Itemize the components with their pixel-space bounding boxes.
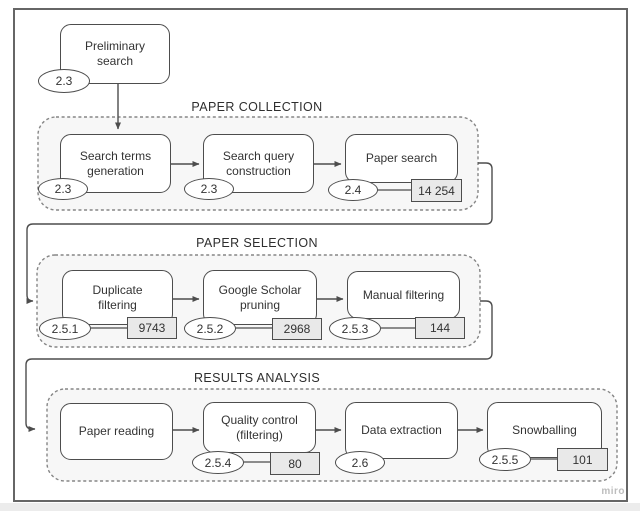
section-container-results-analysis: [46, 388, 618, 482]
count-box-quality-control: 80: [270, 452, 320, 475]
connector-selection-to-analysis: [25, 300, 493, 432]
node-label: Manual filtering: [362, 287, 445, 302]
count-box-manual-filtering: 144: [415, 317, 465, 339]
badge-data-extraction: 2.6: [335, 451, 385, 474]
node-label: Duplicate filtering: [92, 282, 143, 312]
node-data-extraction: Data extraction: [345, 402, 458, 459]
bottom-edge-strip: [0, 503, 640, 511]
node-label: Paper search: [365, 151, 438, 166]
section-label-paper-selection: PAPER SELECTION: [196, 236, 318, 250]
node-paper-reading: Paper reading: [60, 403, 173, 460]
connector-collection-to-selection: [26, 162, 493, 304]
badge-snowballing: 2.5.5: [479, 448, 531, 471]
node-label: Data extraction: [361, 423, 442, 438]
badge-preliminary-search: 2.3: [38, 69, 90, 93]
badge-duplicate-filtering: 2.5.1: [39, 317, 91, 340]
section-label-results-analysis: RESULTS ANALYSIS: [193, 371, 321, 385]
node-label: Search query construction: [222, 148, 295, 178]
badge-search-terms-generation: 2.3: [38, 178, 88, 200]
badge-search-query-construction: 2.3: [184, 178, 234, 200]
node-label: Search terms generation: [79, 148, 152, 178]
count-box-paper-search: 14 254: [411, 179, 462, 202]
badge-google-scholar-pruning: 2.5.2: [184, 317, 236, 340]
node-label: Snowballing: [512, 422, 577, 437]
badge-manual-filtering: 2.5.3: [329, 317, 381, 340]
section-label-paper-collection: PAPER COLLECTION: [191, 100, 323, 114]
node-paper-search: Paper search: [345, 134, 458, 183]
node-label: Google Scholar pruning: [218, 282, 302, 312]
count-box-snowballing: 101: [557, 448, 608, 471]
node-google-scholar-pruning: Google Scholar pruning: [203, 270, 317, 325]
node-label: Preliminary search: [84, 39, 145, 68]
node-quality-control: Quality control (filtering): [203, 402, 316, 453]
node-label: Paper reading: [78, 424, 155, 439]
badge-paper-search: 2.4: [328, 179, 378, 201]
node-duplicate-filtering: Duplicate filtering: [62, 270, 173, 325]
count-box-duplicate-filtering: 9743: [127, 317, 177, 339]
badge-quality-control: 2.5.4: [192, 451, 244, 474]
count-box-google-scholar-pruning: 2968: [272, 318, 322, 340]
miro-watermark: miro: [601, 486, 625, 497]
node-manual-filtering: Manual filtering: [347, 271, 460, 319]
node-label: Quality control (filtering): [221, 412, 298, 442]
